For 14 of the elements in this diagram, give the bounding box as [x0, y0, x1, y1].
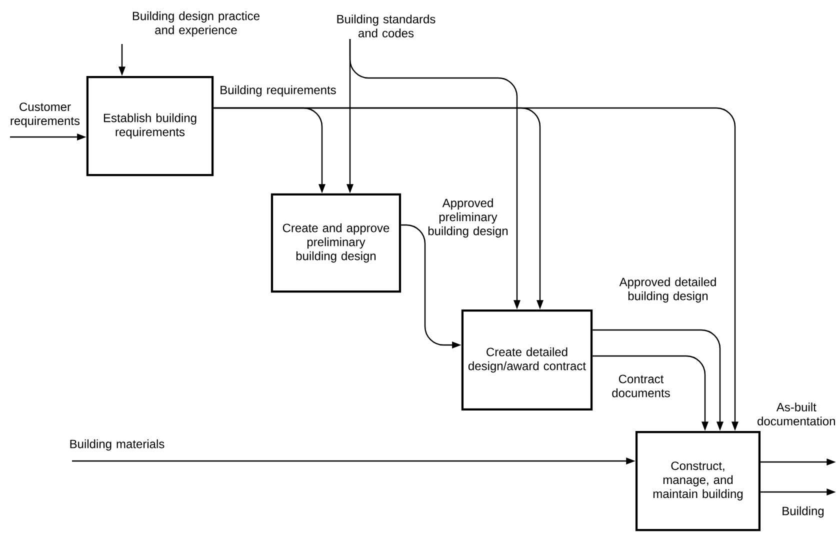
edge-label: Building requirements	[220, 85, 336, 97]
edge-label: Contract documents	[612, 374, 670, 398]
edge-label: Approved detailed building design	[619, 277, 716, 303]
edge-label: Approved preliminary building design	[428, 198, 508, 238]
edge-label: As-built documentation	[758, 402, 835, 426]
edge-label: Customer requirements	[10, 102, 80, 128]
input-label: Building standards and codes	[337, 14, 436, 38]
edge-label: Building design practice and experience	[132, 11, 260, 37]
process-box: Construct, manage, and maintain building	[635, 430, 761, 532]
process-box: Establish building requirements	[86, 76, 214, 176]
process-box: Create detailed design/award contract	[461, 309, 593, 411]
edge-label: Building materials	[70, 439, 164, 451]
edge-label: Building	[782, 506, 824, 518]
process-box: Create and approve preliminary building design	[270, 193, 402, 293]
